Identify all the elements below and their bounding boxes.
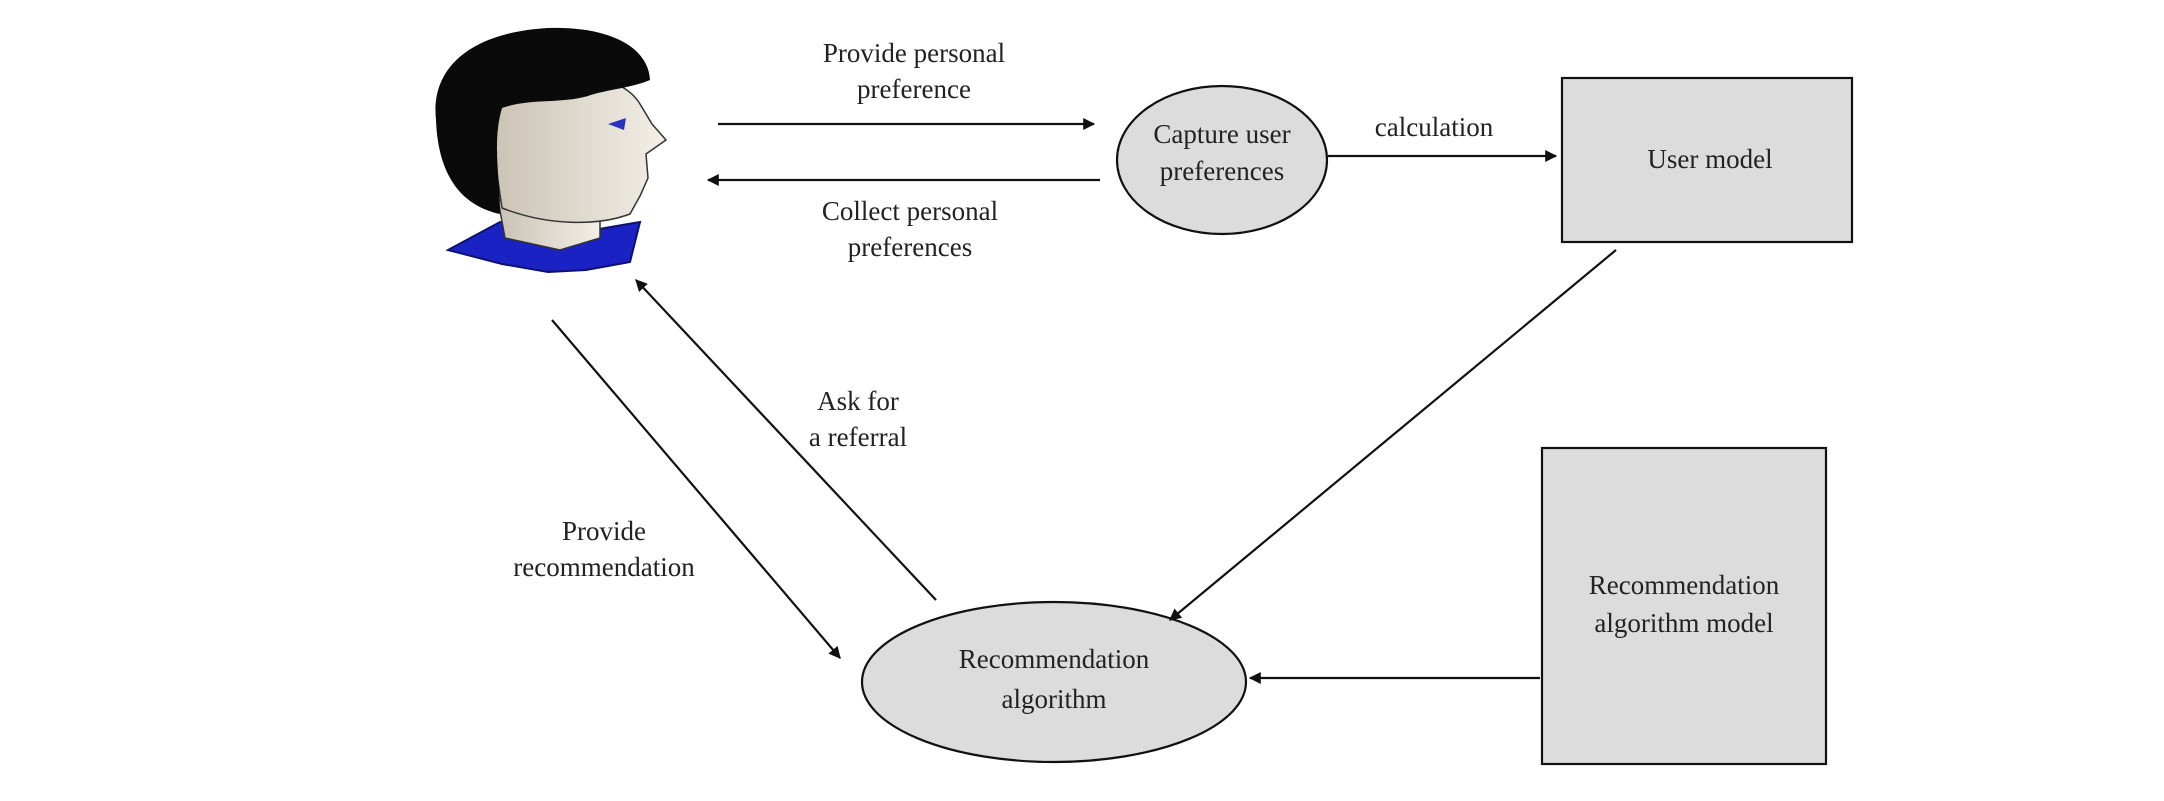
- provide-preference-label-line1: Provide personal: [823, 38, 1005, 68]
- capture-node-line1: Capture user: [1153, 119, 1290, 149]
- provide-recommendation-label-line2: recommendation: [513, 552, 695, 582]
- user-model-to-algorithm-arrow: [1169, 249, 1617, 621]
- rec-algorithm-line2: algorithm: [1002, 684, 1107, 714]
- provide-recommendation-arrow: [551, 319, 841, 659]
- rec-algorithm-line1: Recommendation: [959, 644, 1150, 674]
- user-model-node: User model: [1560, 76, 1854, 244]
- rec-model-line2: algorithm model: [1594, 608, 1773, 638]
- collect-preference-label-line1: Collect personal: [822, 196, 998, 226]
- recommendation-algorithm-node: Recommendation algorithm: [860, 600, 1248, 764]
- ask-referral-label-line1: Ask for: [817, 386, 899, 416]
- collect-preference-label-line2: preferences: [848, 232, 972, 262]
- calculation-label: calculation: [1375, 112, 1494, 142]
- user-hair-icon: [435, 27, 650, 215]
- rec-model-line1: Recommendation: [1589, 570, 1780, 600]
- user-eye-icon: [608, 118, 626, 130]
- recommendation-model-node: Recommendation algorithm model: [1540, 446, 1828, 766]
- ask-referral-arrow: [635, 279, 937, 601]
- ask-referral-label-line2: a referral: [809, 422, 907, 452]
- user-avatar: [435, 27, 668, 274]
- user-model-label: User model: [1647, 144, 1772, 174]
- provide-recommendation-label-line1: Provide: [562, 516, 646, 546]
- provide-preference-label-line2: preference: [857, 74, 971, 104]
- capture-node-line2: preferences: [1160, 156, 1284, 186]
- capture-preferences-node: Capture user preferences: [1115, 84, 1329, 236]
